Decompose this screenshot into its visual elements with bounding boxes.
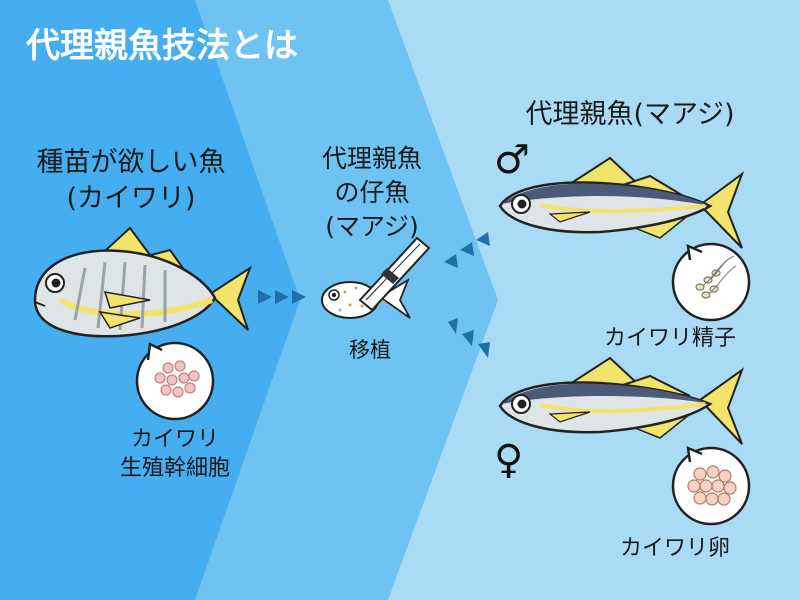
- germ-cell-bubble: [135, 341, 215, 421]
- male-symbol: ♂: [494, 137, 530, 183]
- sperm-label: カイワリ精子: [603, 326, 736, 351]
- egg-label: カイワリ卵: [619, 536, 730, 561]
- germ-cells-label-line1: カイワリ: [130, 427, 219, 452]
- sperm-bubble: [671, 242, 751, 322]
- arrow-to-female: [448, 318, 490, 358]
- page-title: 代理親魚技法とは: [26, 26, 298, 66]
- target-fish-label-line1: 種苗が欲しい魚: [36, 147, 226, 178]
- pipette: [358, 236, 431, 312]
- surrogate-label: 代理親魚(マアジ): [525, 99, 735, 130]
- germ-cells-label-line2: 生殖幹細胞: [119, 456, 230, 481]
- male-aji-fish: [498, 156, 745, 249]
- kaiwari-fish: [33, 226, 253, 338]
- larva-label-line1: 代理親魚: [321, 144, 422, 173]
- arrow-to-male: [444, 232, 490, 268]
- larva-label-line3: (マアジ): [325, 212, 419, 241]
- female-aji-fish: [498, 356, 745, 445]
- germ-cells-label: カイワリ 生殖幹細胞: [80, 425, 270, 483]
- transplant-label: 移植: [349, 338, 391, 362]
- target-fish-label-line2: (カイワリ): [66, 183, 196, 214]
- target-fish-label: 種苗が欲しい魚 (カイワリ): [0, 145, 262, 217]
- arrow-to-larva: [258, 290, 306, 304]
- larva-label-line2: の仔魚: [334, 178, 410, 207]
- female-symbol: ♀: [494, 437, 524, 483]
- larva-label: 代理親魚 の仔魚 (マアジ): [292, 142, 452, 244]
- egg-bubble: [671, 445, 751, 526]
- larva-fish: [321, 277, 411, 319]
